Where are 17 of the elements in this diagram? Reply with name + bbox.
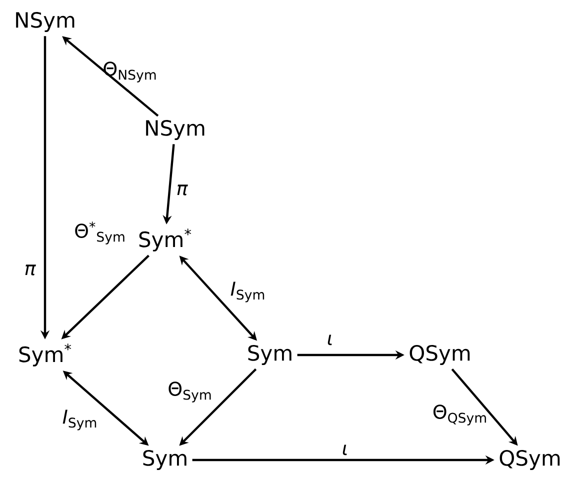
math-object: NSym (146, 120, 204, 140)
math-object: QSym (500, 450, 560, 470)
math-object: Sym$^{*}$ (19, 344, 72, 366)
edge-label: ι (342, 444, 347, 456)
edge-label: ι (328, 334, 332, 346)
edge-label: Θ$_{QSym}$ (433, 404, 486, 426)
edge-label: Θ$_{Sym}$ (168, 382, 211, 402)
edge-label: π (177, 184, 188, 196)
edge-label: I$_{Sym}$ (62, 410, 96, 430)
math-object: Sym (248, 345, 292, 365)
math-object: QSym (410, 345, 470, 365)
math-object: Sym (143, 450, 186, 470)
edge-label: Θ$^{*}$Sym (75, 222, 124, 244)
math-object: Sym$^{*}$ (139, 228, 192, 252)
edge-label: I$_{Sym}$ (230, 282, 264, 302)
math-object: NSym (16, 12, 74, 32)
edge-label: π (25, 264, 36, 276)
